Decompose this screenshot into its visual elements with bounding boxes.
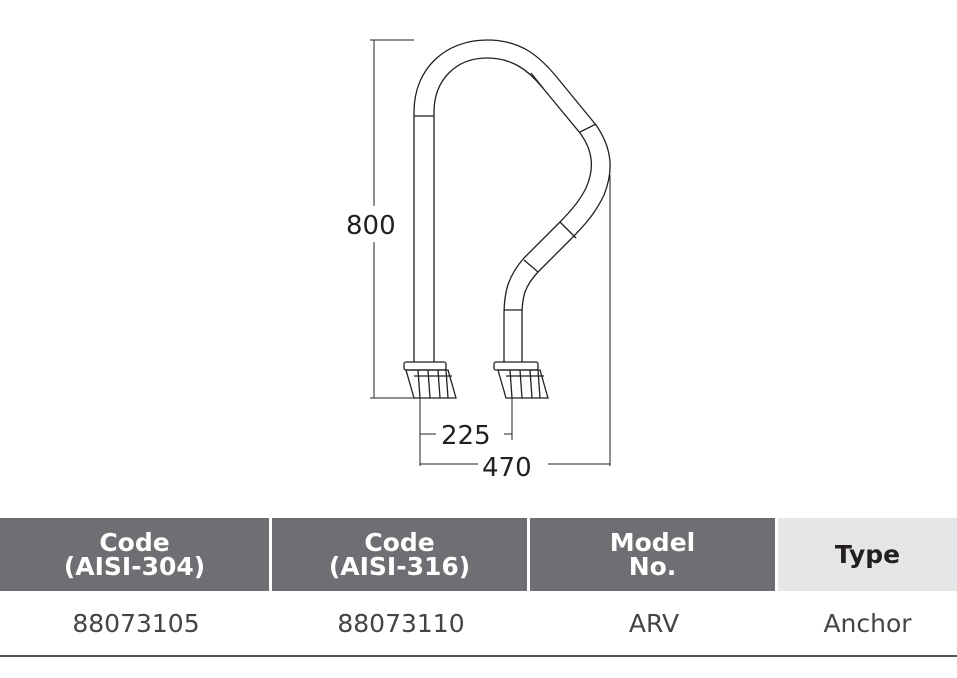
header-type: Type: [778, 518, 957, 591]
header-line: (AISI-316): [328, 551, 471, 581]
header-line: (AISI-304): [63, 551, 206, 581]
left-anchor-base: [403, 361, 457, 399]
handrail-technical-drawing: 800 225 470: [346, 39, 611, 483]
right-anchor-base: [493, 361, 549, 399]
cell-type: Anchor: [823, 608, 912, 638]
header-code-316: Code(AISI-316): [272, 518, 530, 591]
header-line: Code: [99, 527, 170, 557]
height-dimension-label: 800: [346, 211, 396, 241]
outer-width-dimension-label: 470: [482, 453, 532, 483]
cell-model-no: ARV: [628, 608, 680, 638]
dimension-lines: [370, 39, 611, 466]
inner-width-dimension-label: 225: [441, 421, 491, 451]
header-line: Type: [834, 539, 901, 569]
header-line: Model: [609, 527, 696, 557]
cell-code-304: 88073105: [72, 608, 200, 638]
cell-code-316: 88073110: [337, 608, 465, 638]
header-code-304: Code(AISI-304): [0, 518, 272, 591]
header-line: No.: [628, 551, 677, 581]
header-line: Code: [364, 527, 435, 557]
table-row: 88073105 88073110 ARV Anchor: [0, 591, 957, 657]
handrail-outline: [413, 39, 611, 362]
